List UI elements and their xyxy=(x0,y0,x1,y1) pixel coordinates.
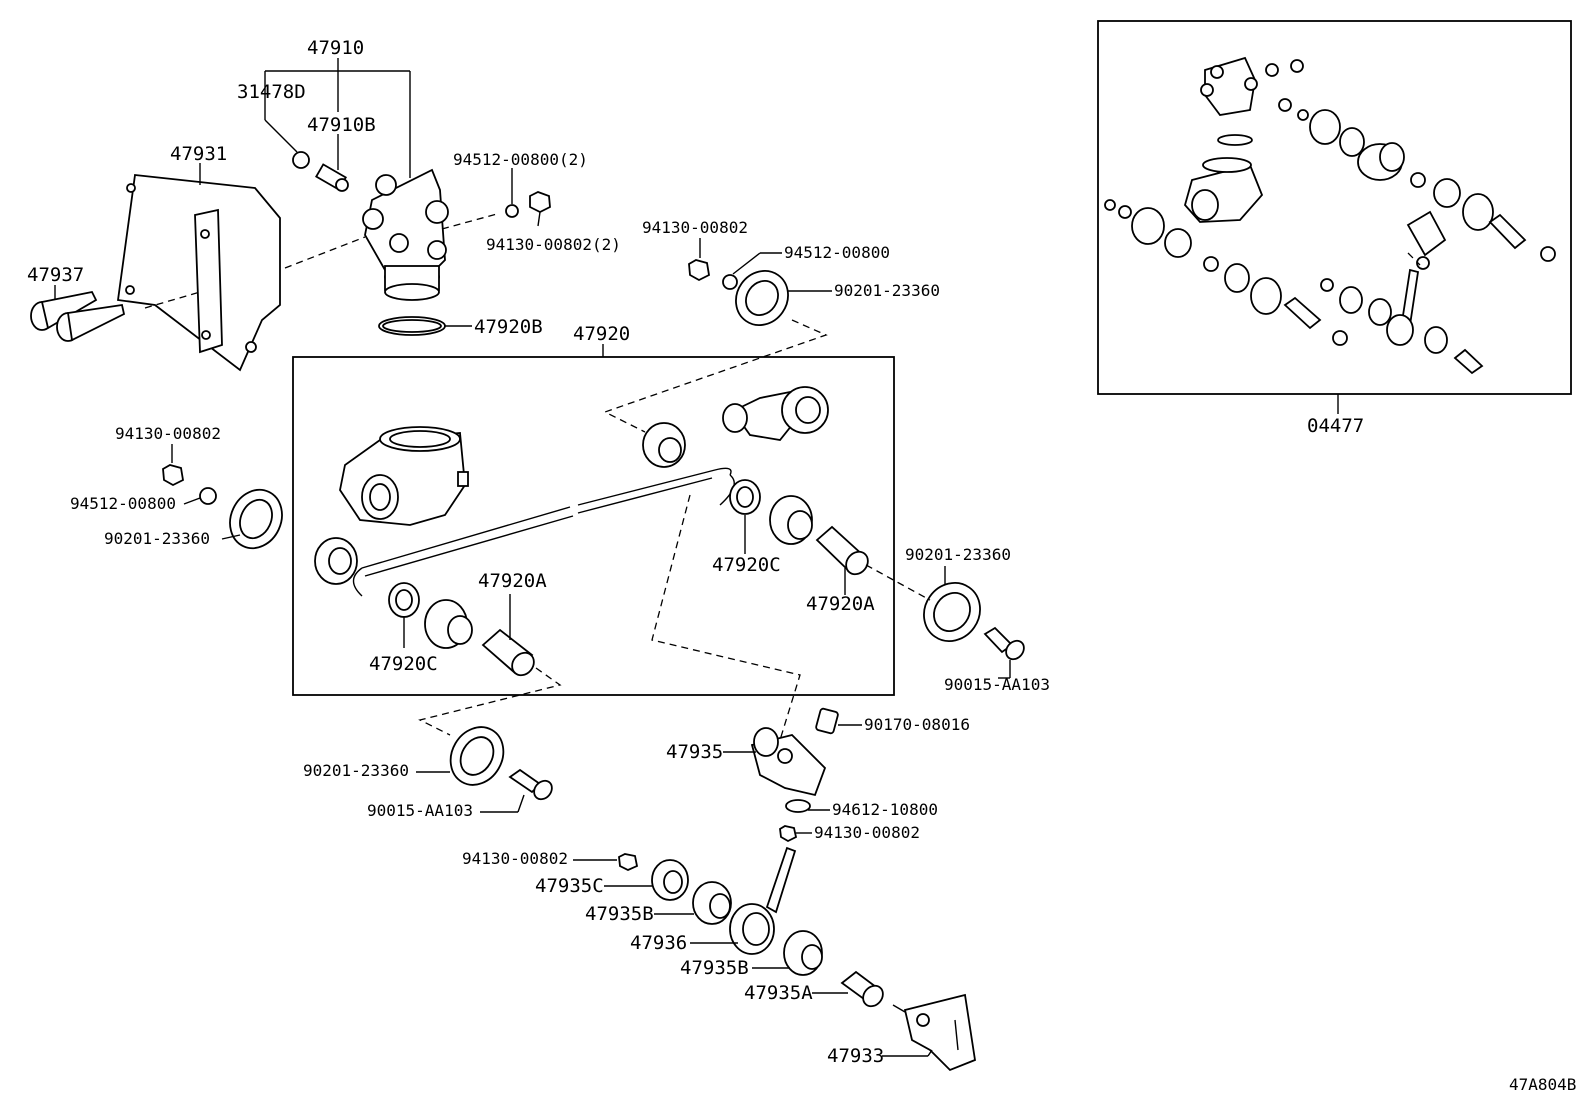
callout-94130-l: 94130-00802 xyxy=(115,424,221,443)
washer-90201-l[interactable] xyxy=(221,481,292,557)
nut-r1[interactable] xyxy=(688,259,710,282)
callout-47935B-1: 47935B xyxy=(585,903,654,925)
callout-47935: 47935 xyxy=(666,741,723,763)
callout-47920C-left: 47920C xyxy=(369,653,438,675)
boot-47920[interactable] xyxy=(722,386,829,441)
callout-31478D: 31478D xyxy=(237,81,306,103)
kit-04477-parts[interactable] xyxy=(1104,56,1556,375)
callout-47933: 47933 xyxy=(827,1045,884,1067)
callout-94130-b1: 94130-00802 xyxy=(814,823,920,842)
bushing-47920C-l[interactable] xyxy=(388,582,420,618)
bolt-90015-r[interactable] xyxy=(983,626,1028,663)
bushing-47920C-r[interactable] xyxy=(729,479,761,515)
bracket-47933[interactable] xyxy=(892,993,976,1072)
callout-47910: 47910 xyxy=(307,37,364,59)
collar-47935A[interactable] xyxy=(840,970,887,1010)
bolt-47937[interactable] xyxy=(30,290,126,342)
assembly-47920-frame xyxy=(292,356,895,696)
callout-47936: 47936 xyxy=(630,932,687,954)
lever-47935[interactable] xyxy=(750,727,827,797)
callout-47920A-right: 47920A xyxy=(806,593,875,615)
callout-47920A-left: 47920A xyxy=(478,570,547,592)
washer-90201-r1[interactable] xyxy=(725,261,798,336)
callout-47937: 47937 xyxy=(27,264,84,286)
grommet-r1[interactable] xyxy=(642,422,686,468)
cap-31478D[interactable] xyxy=(292,151,310,169)
load-sensing-valve[interactable] xyxy=(362,168,449,301)
washer-90201-b[interactable] xyxy=(440,718,513,795)
washer-90201-r2[interactable] xyxy=(913,572,992,652)
callout-94512-r1: 94512-00800 xyxy=(784,243,890,262)
callout-94512-l: 94512-00800 xyxy=(70,494,176,513)
grommet-l2[interactable] xyxy=(424,599,473,649)
bracket-47931[interactable] xyxy=(116,174,281,372)
callout-94130-b2: 94130-00802 xyxy=(462,849,568,868)
grommet-47935B-2[interactable] xyxy=(783,930,823,976)
link-rod-47936[interactable] xyxy=(729,846,797,955)
washer-top[interactable] xyxy=(505,204,519,218)
nut-b2[interactable] xyxy=(618,853,639,871)
washer-r1[interactable] xyxy=(722,274,738,290)
callout-47935C: 47935C xyxy=(535,875,604,897)
callout-90201-b: 90201-23360 xyxy=(303,761,409,780)
callout-47931: 47931 xyxy=(170,143,227,165)
bleeder-plug-screw[interactable] xyxy=(315,163,349,192)
washer-l[interactable] xyxy=(199,487,217,505)
nut-b1[interactable] xyxy=(779,825,798,843)
o-ring-47920B[interactable] xyxy=(378,316,446,336)
collar-47920A-l[interactable] xyxy=(481,628,538,680)
callout-47910B: 47910B xyxy=(307,114,376,136)
callout-47935A: 47935A xyxy=(744,982,813,1004)
spacer-90170[interactable] xyxy=(815,707,839,735)
grommet-l1[interactable] xyxy=(314,537,358,585)
leader-lines xyxy=(54,58,1339,1057)
callout-47920C-right: 47920C xyxy=(712,554,781,576)
diagram-id: 47A804B xyxy=(1509,1075,1576,1094)
callout-47920B: 47920B xyxy=(474,316,543,338)
washer-94612[interactable] xyxy=(785,799,811,813)
callout-94130-top: 94130-00802(2) xyxy=(486,235,621,254)
callout-90015-r: 90015-AA103 xyxy=(944,675,1050,694)
callout-90201-r1: 90201-23360 xyxy=(834,281,940,300)
callout-94130-r1: 94130-00802 xyxy=(642,218,748,237)
bushing-47935C[interactable] xyxy=(651,859,689,901)
callout-47920: 47920 xyxy=(573,323,630,345)
grommet-r2[interactable] xyxy=(769,495,813,545)
nut-l[interactable] xyxy=(162,464,184,487)
bolt-90015-b[interactable] xyxy=(508,768,556,803)
callout-90170: 90170-08016 xyxy=(864,715,970,734)
callout-90201-l: 90201-23360 xyxy=(104,529,210,548)
callout-90201-r2: 90201-23360 xyxy=(905,545,1011,564)
callout-94512-top: 94512-00800(2) xyxy=(453,150,588,169)
callout-94612: 94612-10800 xyxy=(832,800,938,819)
grommet-47935B-1[interactable] xyxy=(692,881,732,925)
callout-47935B-2: 47935B xyxy=(680,957,749,979)
body-47920[interactable] xyxy=(339,426,469,526)
kit-04477-frame xyxy=(1097,20,1572,395)
callout-labels: 47910 31478D 47910B 47931 94512-00800(2)… xyxy=(27,37,1576,1094)
collar-47920A-r[interactable] xyxy=(815,525,872,579)
nut-top[interactable] xyxy=(529,191,551,214)
dashed-alignment-lines xyxy=(144,213,1421,741)
callout-04477: 04477 xyxy=(1307,415,1364,437)
callout-90015-b: 90015-AA103 xyxy=(367,801,473,820)
